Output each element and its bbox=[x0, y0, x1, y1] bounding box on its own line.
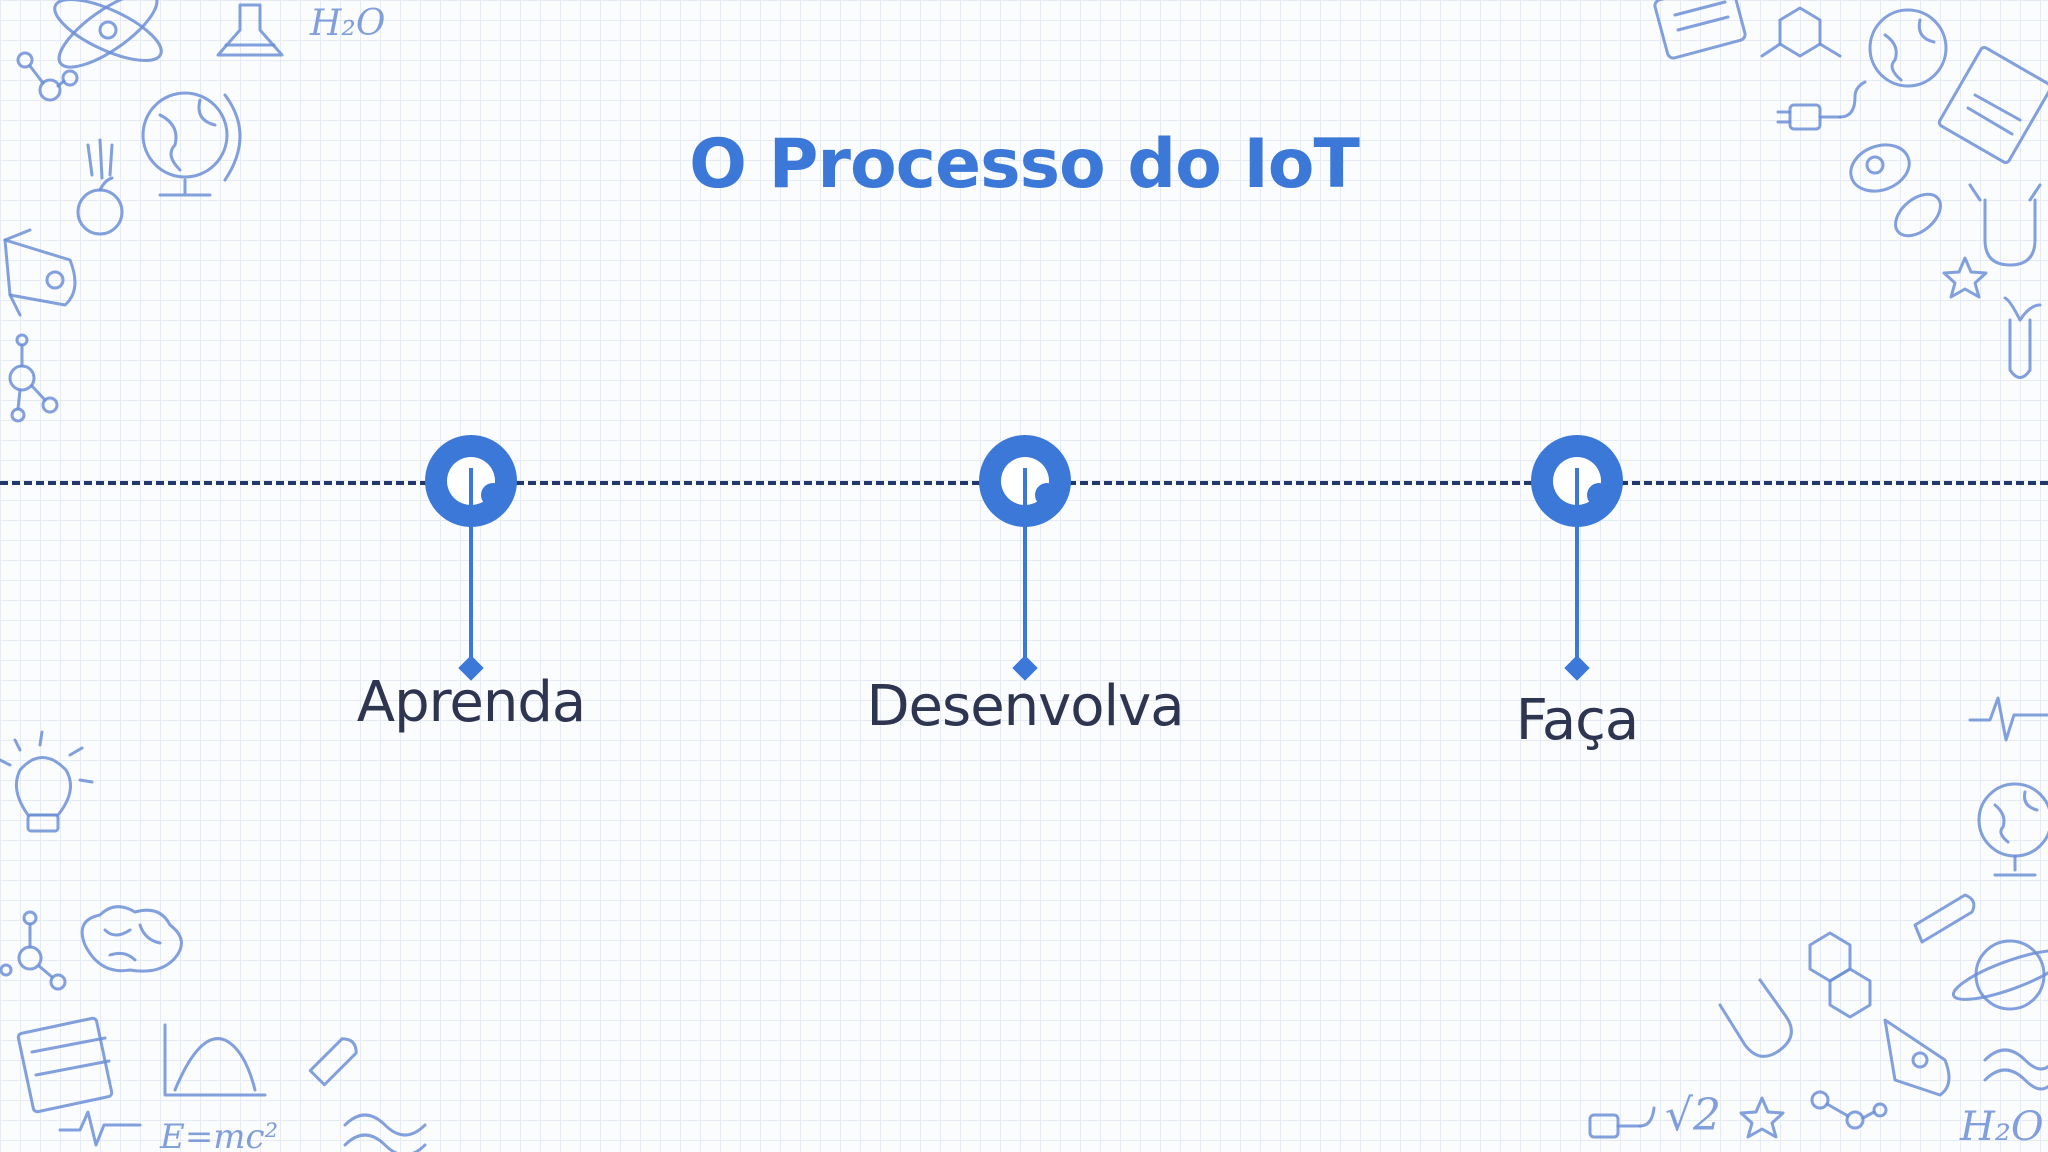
star-icon bbox=[1942, 256, 1988, 299]
step-label: Faça bbox=[1515, 688, 1640, 753]
hexagon-molecule-icon bbox=[1808, 931, 1872, 1019]
test-tube-icon bbox=[2003, 296, 2042, 379]
graph-icon bbox=[163, 1023, 267, 1097]
step-connector-line bbox=[1023, 468, 1027, 668]
test-tube-icon bbox=[1913, 893, 1976, 944]
step-connector-line bbox=[469, 468, 473, 668]
molecule-icon bbox=[0, 910, 67, 991]
rocket-icon bbox=[1883, 1018, 1951, 1097]
plug-icon bbox=[1588, 1106, 1656, 1139]
heartbeat-icon bbox=[1968, 696, 2048, 742]
step-label: Aprenda bbox=[356, 670, 586, 735]
slide-title: O Processo do IoT bbox=[689, 125, 1360, 204]
star-icon bbox=[1739, 1096, 1785, 1139]
test-tube-icon bbox=[308, 1037, 358, 1087]
molecule-icon bbox=[8, 333, 59, 423]
molecule-icon bbox=[16, 51, 79, 102]
dna-icon bbox=[343, 1113, 427, 1152]
calculator-icon bbox=[1653, 0, 1747, 60]
atom-icon bbox=[53, 0, 163, 69]
magnet-icon bbox=[1718, 978, 1793, 1058]
dna-icon bbox=[1983, 1048, 2048, 1091]
molecule-icon bbox=[1810, 1090, 1888, 1130]
globe-icon bbox=[1977, 782, 2048, 877]
diamond-marker-icon bbox=[1564, 655, 1590, 681]
h2o-top-text: H₂O bbox=[309, 3, 385, 44]
flask-icon bbox=[216, 3, 284, 57]
step-connector-line bbox=[1575, 468, 1579, 668]
lightbulb-icon bbox=[0, 730, 94, 833]
globe-icon bbox=[1868, 8, 1948, 88]
abacus-icon bbox=[16, 1016, 114, 1114]
h2o-bottom-text: H₂O bbox=[1959, 1104, 2044, 1150]
hexagon-molecule-icon bbox=[1760, 6, 1842, 58]
heartbeat-icon bbox=[58, 1110, 142, 1147]
plug-icon bbox=[1776, 80, 1867, 131]
sqrt-bottom-text: √2 bbox=[1665, 1090, 1721, 1141]
planet-icon bbox=[1951, 939, 2048, 1011]
brain-icon bbox=[80, 905, 183, 973]
step-label: Desenvolva bbox=[866, 674, 1184, 739]
rocket-icon bbox=[3, 228, 77, 317]
emc2-text: E=mc² bbox=[159, 1117, 278, 1152]
